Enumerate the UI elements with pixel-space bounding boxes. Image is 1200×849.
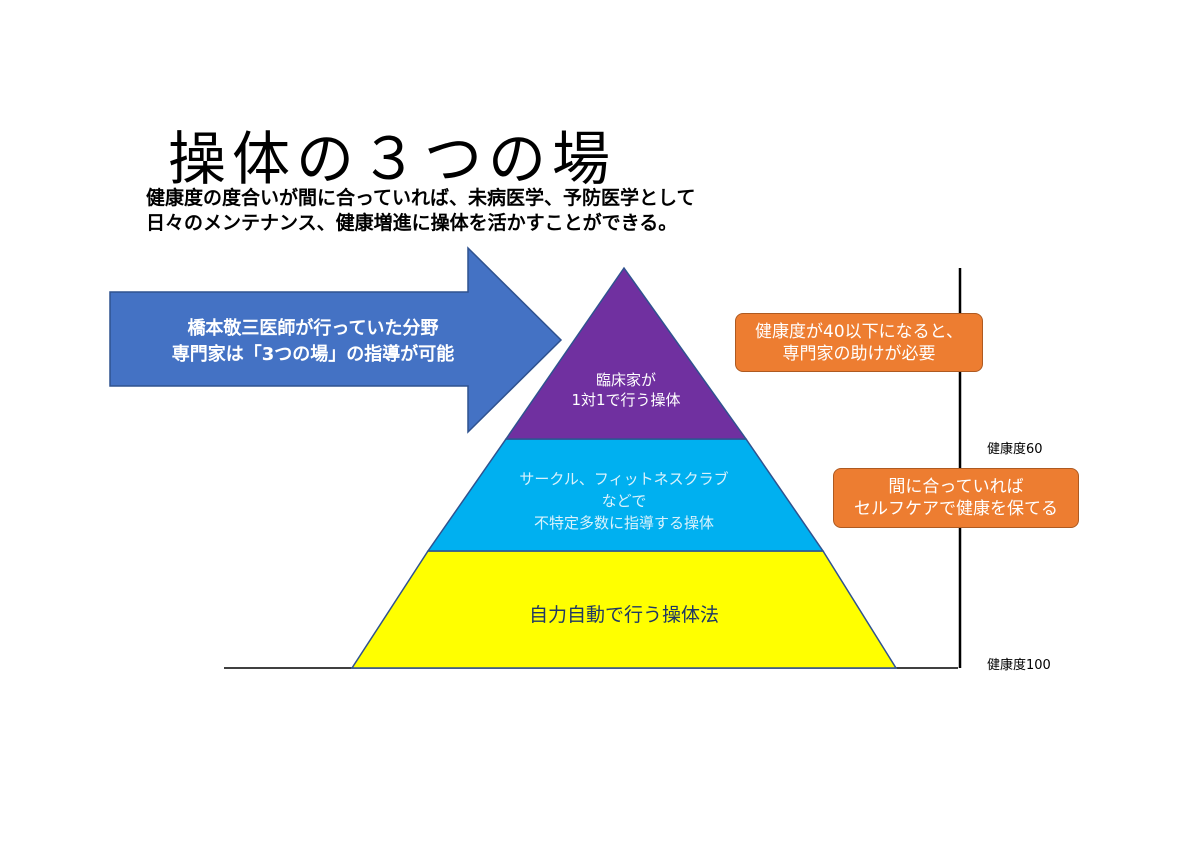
callout-middle-line-2: セルフケアで健康を保てる (854, 499, 1058, 519)
callout-top-line-2: 専門家の助けが必要 (782, 343, 936, 364)
subtitle-line-1: 健康度の度合いが間に合っていれば、未病医学、予防医学として (146, 187, 696, 209)
health-level-100-label: 健康度100 (987, 658, 1051, 673)
pyramid-bottom-line-1: 自力自動で行う操体法 (529, 604, 719, 626)
pyramid-middle-line-2: などで (602, 492, 647, 510)
pyramid-middle-line-3: 不特定多数に指導する操体 (534, 514, 714, 532)
health-level-60-label: 健康度60 (987, 442, 1043, 457)
callout-self-care: 間に合っていれば セルフケアで健康を保てる (833, 468, 1079, 528)
callout-middle-line-1: 間に合っていれば (888, 477, 1024, 497)
page-title: 操体の３つの場 (168, 125, 617, 193)
callout-expert-help: 健康度が40以下になると、 専門家の助けが必要 (735, 313, 983, 372)
pyramid-top-line-1: 臨床家が (596, 371, 656, 389)
pyramid-top-layer (504, 266, 748, 440)
pyramid-top-line-2: 1対1で行う操体 (571, 391, 680, 409)
arrow-shape (109, 246, 563, 434)
subtitle-line-2: 日々のメンテナンス、健康増進に操体を活かすことができる。 (146, 212, 678, 234)
subtitle: 健康度の度合いが間に合っていれば、未病医学、予防医学として 日々のメンテナンス、… (146, 186, 695, 236)
arrow-text-line-1: 橋本敬三医師が行っていた分野 (187, 317, 438, 339)
pyramid-middle-line-1: サークル、フィットネスクラブ (519, 470, 728, 488)
arrow-text-line-2: 専門家は「3つの場」の指導が可能 (172, 343, 455, 365)
callout-top-line-1: 健康度が40以下になると、 (755, 321, 963, 342)
